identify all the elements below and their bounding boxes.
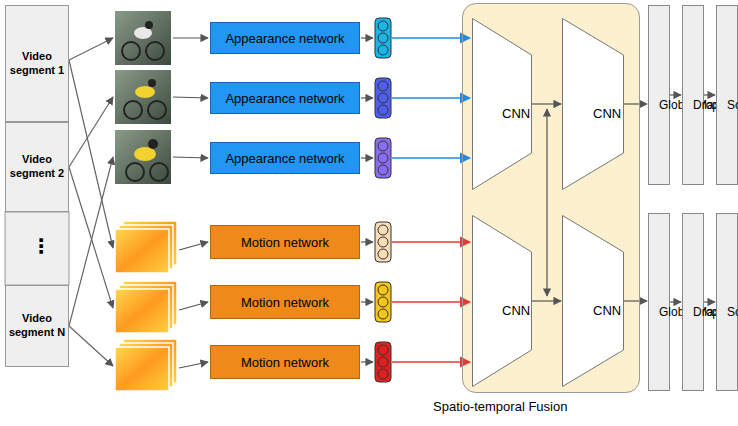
- cnn-shape: [563, 19, 624, 190]
- cnn-trapezoid: CNN: [472, 215, 532, 387]
- box-label: Appearance network: [225, 31, 344, 46]
- video-segment-box: Video segment 1: [5, 5, 69, 122]
- layer-box: Softmax: [716, 5, 738, 185]
- fusion-ground: [462, 3, 640, 393]
- layer-box: Dropout 0.9: [682, 5, 704, 185]
- box-label: Video segment N: [8, 312, 66, 340]
- cnn-outline: [562, 18, 624, 190]
- segment-column: [5, 212, 69, 285]
- box-label: Softmax: [727, 305, 738, 319]
- box-label: CNN: [502, 106, 530, 121]
- fusion-exchange-arrow: [546, 109, 547, 296]
- feature-arrows: [361, 38, 373, 362]
- cnn-shape: [473, 19, 532, 190]
- region-label: Spatio-temporal Fusion: [433, 399, 567, 414]
- cnn-shape: [563, 216, 624, 387]
- layer-box: Softmax: [716, 213, 738, 391]
- fusion-region: CNNCNNCNNCNNSpatio-temporal Fusion: [462, 3, 640, 393]
- flow-arrow: [670, 94, 681, 95]
- flow-arrow: [624, 300, 647, 301]
- rgb-frames: [115, 11, 171, 184]
- box-label: Softmax: [727, 98, 738, 112]
- cnn-shape: [473, 216, 532, 387]
- feature-vectors: [375, 18, 391, 382]
- box-label: CNN: [593, 303, 621, 318]
- motion-network-box: Motion network: [210, 225, 360, 259]
- flow-arrow: [704, 301, 715, 302]
- motion-network-box: Motion network: [210, 345, 360, 379]
- flow-arrow: [532, 300, 561, 301]
- box-label: Video segment 2: [8, 153, 66, 181]
- cnn-trapezoid: CNN: [562, 215, 624, 387]
- ellipsis-mark: ⋮: [31, 236, 51, 256]
- box-label: CNN: [502, 303, 530, 318]
- layer-box: Dropout 0.9: [682, 213, 704, 391]
- box-label: Motion network: [241, 295, 329, 310]
- video-segment-box: Video segment N: [5, 285, 69, 367]
- cnn-trapezoid: CNN: [472, 18, 532, 190]
- box-label: Appearance network: [225, 91, 344, 106]
- layer-box: Global Max Pooling: [648, 5, 670, 185]
- flow-arrow: [624, 103, 647, 104]
- flow-arrow: [670, 301, 681, 302]
- video-segment-box: Video segment 2: [5, 122, 69, 212]
- box-label: Motion network: [241, 355, 329, 370]
- appearance-network-box: Appearance network: [210, 82, 360, 114]
- flow-arrow: [532, 103, 561, 104]
- box-label: CNN: [593, 106, 621, 121]
- cnn-outline: [472, 18, 532, 190]
- flow-arrow: [704, 94, 715, 95]
- input-arrows: [173, 38, 208, 368]
- box-label: Appearance network: [225, 151, 344, 166]
- box-label: Motion network: [241, 235, 329, 250]
- sampling-lines: [69, 38, 113, 366]
- motion-network-box: Motion network: [210, 285, 360, 319]
- box-label: Video segment 1: [8, 50, 66, 78]
- motion-feature-arrows: [392, 242, 470, 362]
- appearance-feature-arrows: [392, 38, 470, 158]
- layer-box: Global Max Pooling: [648, 213, 670, 391]
- cnn-trapezoid: CNN: [562, 18, 624, 190]
- appearance-network-box: Appearance network: [210, 142, 360, 174]
- flow-stacks: [115, 221, 177, 391]
- cnn-outline: [472, 215, 532, 387]
- cnn-outline: [562, 215, 624, 387]
- appearance-network-box: Appearance network: [210, 22, 360, 54]
